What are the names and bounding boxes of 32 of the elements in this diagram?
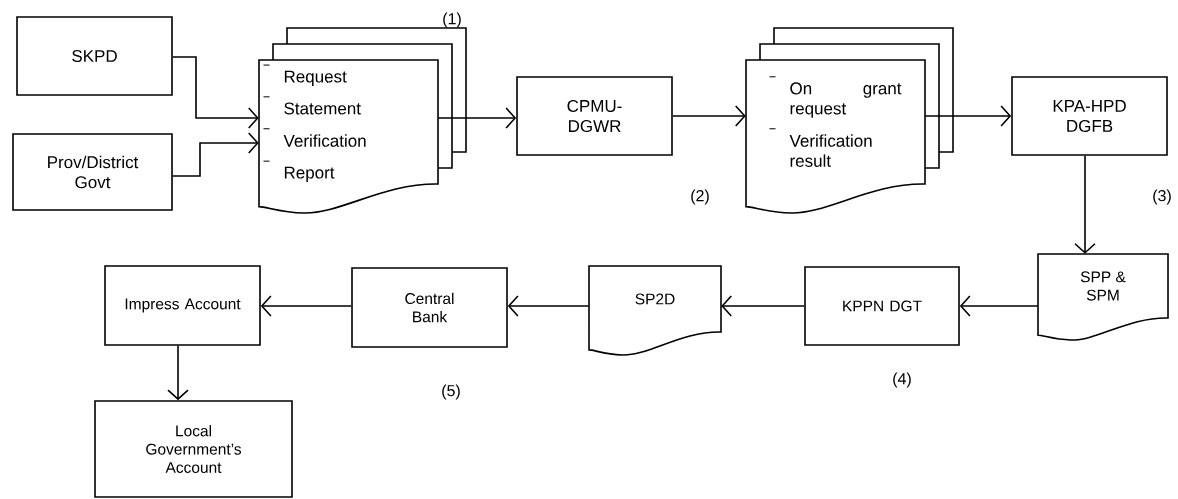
arrow xyxy=(721,295,805,317)
process-box: CPMU- DGWR xyxy=(516,76,673,156)
list-item: Report xyxy=(284,166,335,182)
process-box: SKPD xyxy=(16,16,173,96)
process-box: Local Government’s Account xyxy=(94,400,293,498)
step-number: (4) xyxy=(893,372,911,388)
arrow xyxy=(672,105,746,127)
process-box: Prov/District Govt xyxy=(12,133,173,211)
arrow xyxy=(167,345,189,401)
arrow xyxy=(437,107,517,129)
arrow xyxy=(260,295,352,317)
arrow xyxy=(1074,155,1096,254)
document-stack xyxy=(258,27,467,214)
process-box: KPPN DGT xyxy=(804,266,960,346)
list-item: Statement xyxy=(284,102,361,115)
process-box: KPA-HPD DGFB xyxy=(1011,76,1168,156)
list-item: Verification xyxy=(283,134,366,147)
process-box: Impress Account xyxy=(104,265,261,346)
list-item: On grant request xyxy=(790,82,902,118)
arrow xyxy=(924,105,1012,127)
step-number: (2) xyxy=(691,189,709,205)
arrow xyxy=(172,56,259,129)
step-number: (3) xyxy=(1153,189,1171,205)
arrow xyxy=(959,295,1039,317)
list-item: Verification result xyxy=(789,134,872,167)
list-item: Request xyxy=(284,70,347,86)
document-stack xyxy=(745,27,954,214)
process-box: Central Bank xyxy=(351,267,508,348)
arrow xyxy=(172,132,259,177)
step-number: (1) xyxy=(443,12,461,28)
arrow xyxy=(507,295,590,317)
step-number: (5) xyxy=(442,384,460,400)
